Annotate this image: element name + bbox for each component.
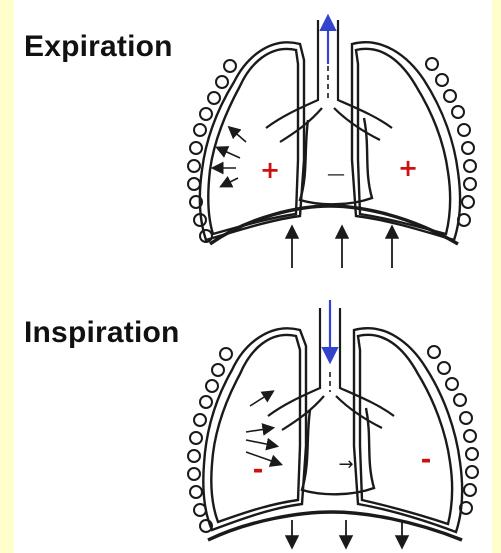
mediastinum xyxy=(300,118,372,204)
left-lung-outline xyxy=(203,328,306,530)
diaphragm-arrows-down xyxy=(292,520,402,546)
pleural-pressure-right: - xyxy=(421,445,432,475)
pleural-pressure-left: - xyxy=(253,455,264,485)
diaphragm xyxy=(210,206,458,244)
pleural-arrows xyxy=(246,392,280,464)
diaphragm-arrows-up xyxy=(292,228,392,268)
alveoli-left xyxy=(188,348,232,532)
mediastinum xyxy=(302,408,374,494)
expiration-figure: + + — xyxy=(188,18,476,268)
alveoli-left xyxy=(188,60,236,242)
right-lung-outline xyxy=(354,328,462,532)
mediastinum-mark: → xyxy=(338,454,353,475)
mediastinum-mark: — xyxy=(327,164,345,185)
inspiration-figure: - - → xyxy=(188,300,478,546)
pleural-pressure-left: + xyxy=(260,156,280,184)
pleural-pressure-right: + xyxy=(398,154,418,182)
